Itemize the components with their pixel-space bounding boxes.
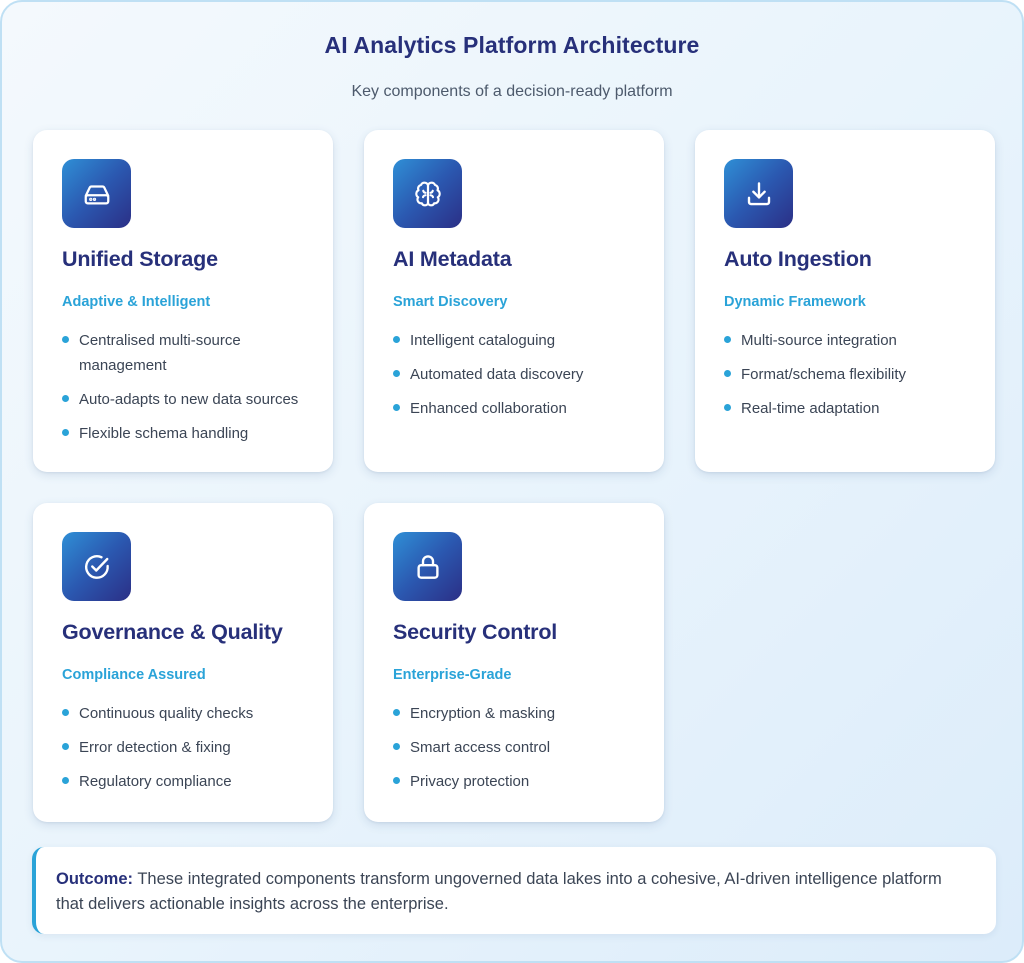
list-item: Real-time adaptation	[724, 396, 977, 421]
card-unified-storage: Unified Storage Adaptive & Intelligent C…	[33, 130, 333, 472]
card-title: Security Control	[393, 620, 558, 644]
outcome-box: Outcome: These integrated components tra…	[32, 847, 996, 934]
card-title: Governance & Quality	[62, 620, 283, 644]
card-subtitle: Smart Discovery	[393, 294, 508, 310]
list-item: Centralised multi-source management	[62, 328, 315, 378]
card-title: Unified Storage	[62, 247, 218, 271]
list-item: Format/schema flexibility	[724, 362, 977, 387]
page-title: AI Analytics Platform Architecture	[324, 32, 700, 58]
card-title: Auto Ingestion	[724, 247, 872, 271]
list-item: Smart access control	[393, 735, 646, 760]
feature-list: Multi-source integration Format/schema f…	[724, 328, 977, 430]
list-item: Intelligent cataloguing	[393, 328, 646, 353]
hard-drive-icon	[62, 159, 131, 228]
list-item: Encryption & masking	[393, 701, 646, 726]
feature-list: Centralised multi-source management Auto…	[62, 328, 315, 455]
check-circle-icon	[62, 532, 131, 601]
list-item: Privacy protection	[393, 769, 646, 794]
list-item: Auto-adapts to new data sources	[62, 387, 315, 412]
list-item: Multi-source integration	[724, 328, 977, 353]
brain-icon	[393, 159, 462, 228]
feature-list: Encryption & masking Smart access contro…	[393, 701, 646, 803]
card-security-control: Security Control Enterprise-Grade Encryp…	[364, 503, 664, 822]
outcome-text: These integrated components transform un…	[56, 870, 942, 913]
list-item: Regulatory compliance	[62, 769, 315, 794]
download-icon	[724, 159, 793, 228]
list-item: Continuous quality checks	[62, 701, 315, 726]
feature-list: Continuous quality checks Error detectio…	[62, 701, 315, 803]
card-subtitle: Dynamic Framework	[724, 294, 866, 310]
list-item: Automated data discovery	[393, 362, 646, 387]
card-auto-ingestion: Auto Ingestion Dynamic Framework Multi-s…	[695, 130, 995, 472]
card-subtitle: Compliance Assured	[62, 667, 206, 683]
card-subtitle: Enterprise-Grade	[393, 667, 512, 683]
feature-list: Intelligent cataloguing Automated data d…	[393, 328, 646, 430]
outcome-label: Outcome:	[56, 870, 134, 888]
lock-icon	[393, 532, 462, 601]
card-governance-quality: Governance & Quality Compliance Assured …	[33, 503, 333, 822]
card-ai-metadata: AI Metadata Smart Discovery Intelligent …	[364, 130, 664, 472]
page-subtitle: Key components of a decision-ready platf…	[351, 83, 673, 100]
list-item: Flexible schema handling	[62, 421, 315, 446]
list-item: Error detection & fixing	[62, 735, 315, 760]
card-subtitle: Adaptive & Intelligent	[62, 294, 211, 310]
list-item: Enhanced collaboration	[393, 396, 646, 421]
card-title: AI Metadata	[393, 247, 512, 271]
